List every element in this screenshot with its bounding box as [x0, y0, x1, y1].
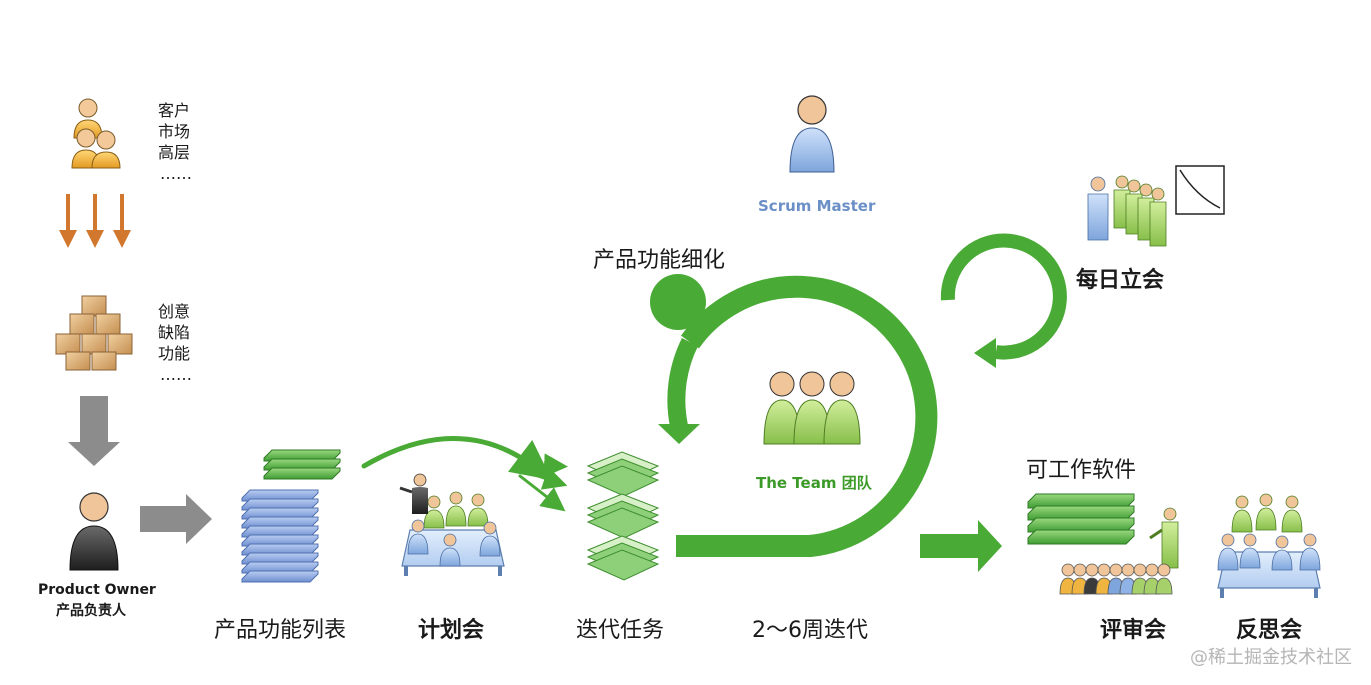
scrum-master-label: Scrum Master — [758, 197, 876, 215]
working-software-icon — [1027, 493, 1135, 545]
refinement-dot — [650, 274, 706, 330]
retrospective-label: 反思会 — [1236, 618, 1303, 643]
retrospective-meeting-icon — [1217, 493, 1321, 598]
input-ellipsis: …… — [160, 365, 192, 384]
down-arrows-icon — [59, 194, 131, 248]
refinement-label: 产品功能细化 — [593, 248, 726, 273]
stack-slab — [1027, 505, 1135, 521]
stack-slab — [241, 561, 319, 574]
planning-meeting-icon — [399, 473, 505, 576]
daily-loop — [940, 233, 1067, 360]
stack-slab — [241, 534, 319, 547]
cycle-arrowhead-icon — [658, 424, 700, 444]
gray-down-arrow-icon — [68, 396, 120, 466]
sprint-cycle — [667, 275, 938, 557]
review-label: 评审会 — [1100, 618, 1167, 643]
backlog-label: 产品功能列表 — [214, 618, 347, 643]
boxes-icon — [55, 295, 133, 371]
sprint-tasks-icon — [586, 451, 660, 581]
stakeholder-ellipsis: …… — [160, 164, 192, 183]
stack-slab — [241, 570, 319, 583]
watermark: @稀土掘金技术社区 — [1190, 647, 1352, 668]
stack-slab — [1027, 493, 1135, 509]
task-sheet — [586, 507, 660, 539]
audience-person-icon — [1155, 563, 1173, 595]
daily-standup-icon — [1087, 175, 1167, 247]
planning-label: 计划会 — [418, 618, 485, 643]
stack-slab — [241, 552, 319, 565]
daily-standup-label: 每日立会 — [1076, 268, 1165, 293]
stakeholders-icon — [71, 98, 121, 169]
stack-slab — [241, 516, 319, 529]
input-ideas: 创意 — [158, 302, 191, 321]
task-sheet — [586, 549, 660, 581]
stack-slab — [241, 507, 319, 520]
task-sheet — [586, 465, 660, 497]
stack-slab — [241, 498, 319, 511]
planning-arrows — [361, 436, 568, 512]
stack-slab — [1027, 517, 1135, 533]
gray-right-arrow-icon — [140, 494, 212, 544]
stakeholder-customer: 客户 — [158, 101, 191, 120]
stakeholder-executives: 高层 — [158, 143, 191, 162]
backlog-stack-icon — [241, 449, 341, 583]
review-meeting-icon — [1059, 507, 1179, 595]
daily-loop-arrowhead-icon — [974, 338, 996, 368]
product-owner-icon — [69, 492, 119, 571]
stack-slab — [1027, 529, 1135, 545]
sprint-length-label: 2～6周迭代 — [752, 618, 868, 643]
stakeholder-market: 市场 — [158, 122, 191, 141]
scrum-master-icon — [789, 95, 835, 173]
stack-slab — [241, 489, 319, 502]
input-defects: 缺陷 — [158, 323, 191, 342]
stack-slab — [263, 458, 341, 471]
working-software-label: 可工作软件 — [1026, 458, 1137, 483]
product-owner-cn-label: 产品负责人 — [56, 603, 126, 619]
team-label: The Team 团队 — [756, 474, 872, 492]
stack-slab — [241, 525, 319, 538]
release-arrow-icon — [920, 520, 1002, 572]
burndown-chart-icon — [1175, 165, 1225, 215]
stack-slab — [263, 467, 341, 480]
product-owner-label: Product Owner — [38, 582, 156, 598]
sprint-tasks-label: 迭代任务 — [576, 618, 665, 643]
stack-slab — [241, 543, 319, 556]
input-features: 功能 — [158, 344, 191, 363]
team-icon — [763, 371, 861, 445]
stack-slab — [263, 449, 341, 462]
